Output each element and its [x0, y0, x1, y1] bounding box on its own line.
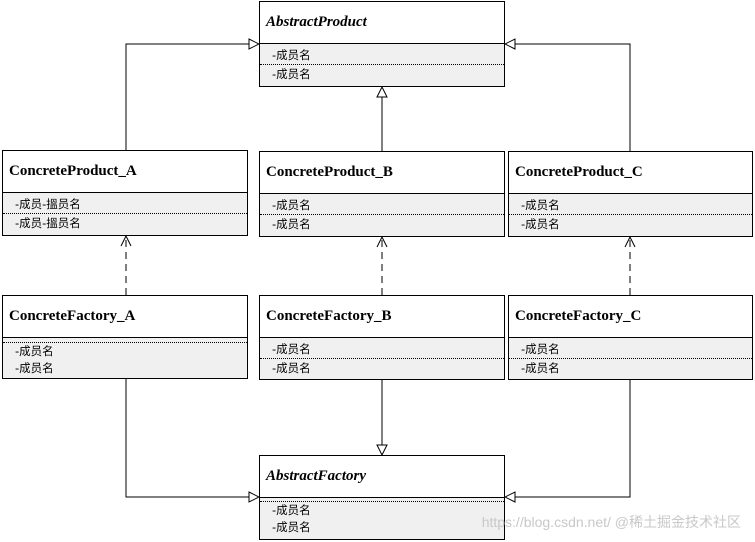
- member-separator: [3, 213, 247, 214]
- class-members: -成员名 -成员名: [509, 194, 752, 236]
- member-row: -成员名: [521, 217, 560, 231]
- class-concrete-factory-a: ConcreteFactory_A -成员名 -成员名: [2, 295, 248, 379]
- member-row: -成员名: [272, 361, 311, 375]
- class-members: -成员名 -成员名: [260, 498, 504, 539]
- member-separator: [260, 358, 504, 359]
- member-separator: [3, 342, 247, 343]
- member-row: -成员名: [272, 503, 311, 517]
- member-row: -成员名: [521, 342, 560, 356]
- class-concrete-product-a: ConcreteProduct_A -成员-搵员名 -成员-搵员名: [2, 150, 248, 236]
- member-separator: [509, 358, 752, 359]
- class-concrete-factory-b: ConcreteFactory_B -成员名 -成员名: [259, 295, 505, 380]
- inherit-arrow-product-c: [505, 44, 631, 151]
- inherit-arrow-factory-c: [505, 380, 631, 497]
- member-row: -成员名: [272, 198, 311, 212]
- class-name: ConcreteProduct_C: [509, 152, 752, 194]
- class-name: ConcreteFactory_C: [509, 296, 752, 338]
- member-row: -成员名: [521, 198, 560, 212]
- member-separator: [509, 214, 752, 215]
- member-row: -成员名: [272, 217, 311, 231]
- member-row: -成员名: [272, 48, 311, 62]
- class-members: -成员-搵员名 -成员-搵员名: [3, 193, 247, 235]
- member-separator: [260, 64, 504, 65]
- class-abstract-factory: AbstractFactory -成员名 -成员名: [259, 455, 505, 540]
- class-concrete-product-c: ConcreteProduct_C -成员名 -成员名: [508, 151, 753, 237]
- inherit-arrow-product-a: [125, 44, 259, 150]
- class-members: -成员名 -成员名: [260, 338, 504, 379]
- watermark: https://blog.csdn.net/ @稀土掘金技术社区: [482, 512, 741, 532]
- member-row: -成员名: [15, 344, 54, 358]
- watermark-brand: @稀土掘金技术社区: [614, 514, 741, 530]
- member-row: -成员名: [521, 361, 560, 375]
- class-name: AbstractFactory: [260, 456, 504, 498]
- class-abstract-product: AbstractProduct -成员名 -成员名: [259, 1, 505, 87]
- member-separator: [260, 214, 504, 215]
- member-row: -成员名: [272, 520, 311, 534]
- class-name: AbstractProduct: [260, 2, 504, 44]
- member-row: -成员-搵员名: [15, 216, 81, 230]
- class-concrete-factory-c: ConcreteFactory_C -成员名 -成员名: [508, 295, 753, 380]
- class-name: ConcreteProduct_B: [260, 152, 504, 194]
- class-members: -成员名 -成员名: [3, 338, 247, 378]
- watermark-url: https://blog.csdn.net/: [481, 514, 611, 530]
- member-row: -成员-搵员名: [15, 197, 81, 211]
- class-members: -成员名 -成员名: [260, 44, 504, 86]
- class-name: ConcreteFactory_A: [3, 296, 247, 338]
- member-row: -成员名: [272, 67, 311, 81]
- class-name: ConcreteFactory_B: [260, 296, 504, 338]
- class-members: -成员名 -成员名: [509, 338, 752, 379]
- class-concrete-product-b: ConcreteProduct_B -成员名 -成员名: [259, 151, 505, 237]
- member-row: -成员名: [272, 342, 311, 356]
- class-members: -成员名 -成员名: [260, 194, 504, 236]
- member-separator: [260, 501, 504, 502]
- member-row: -成员名: [15, 361, 54, 375]
- class-name: ConcreteProduct_A: [3, 151, 247, 193]
- inherit-arrow-factory-a: [125, 379, 259, 497]
